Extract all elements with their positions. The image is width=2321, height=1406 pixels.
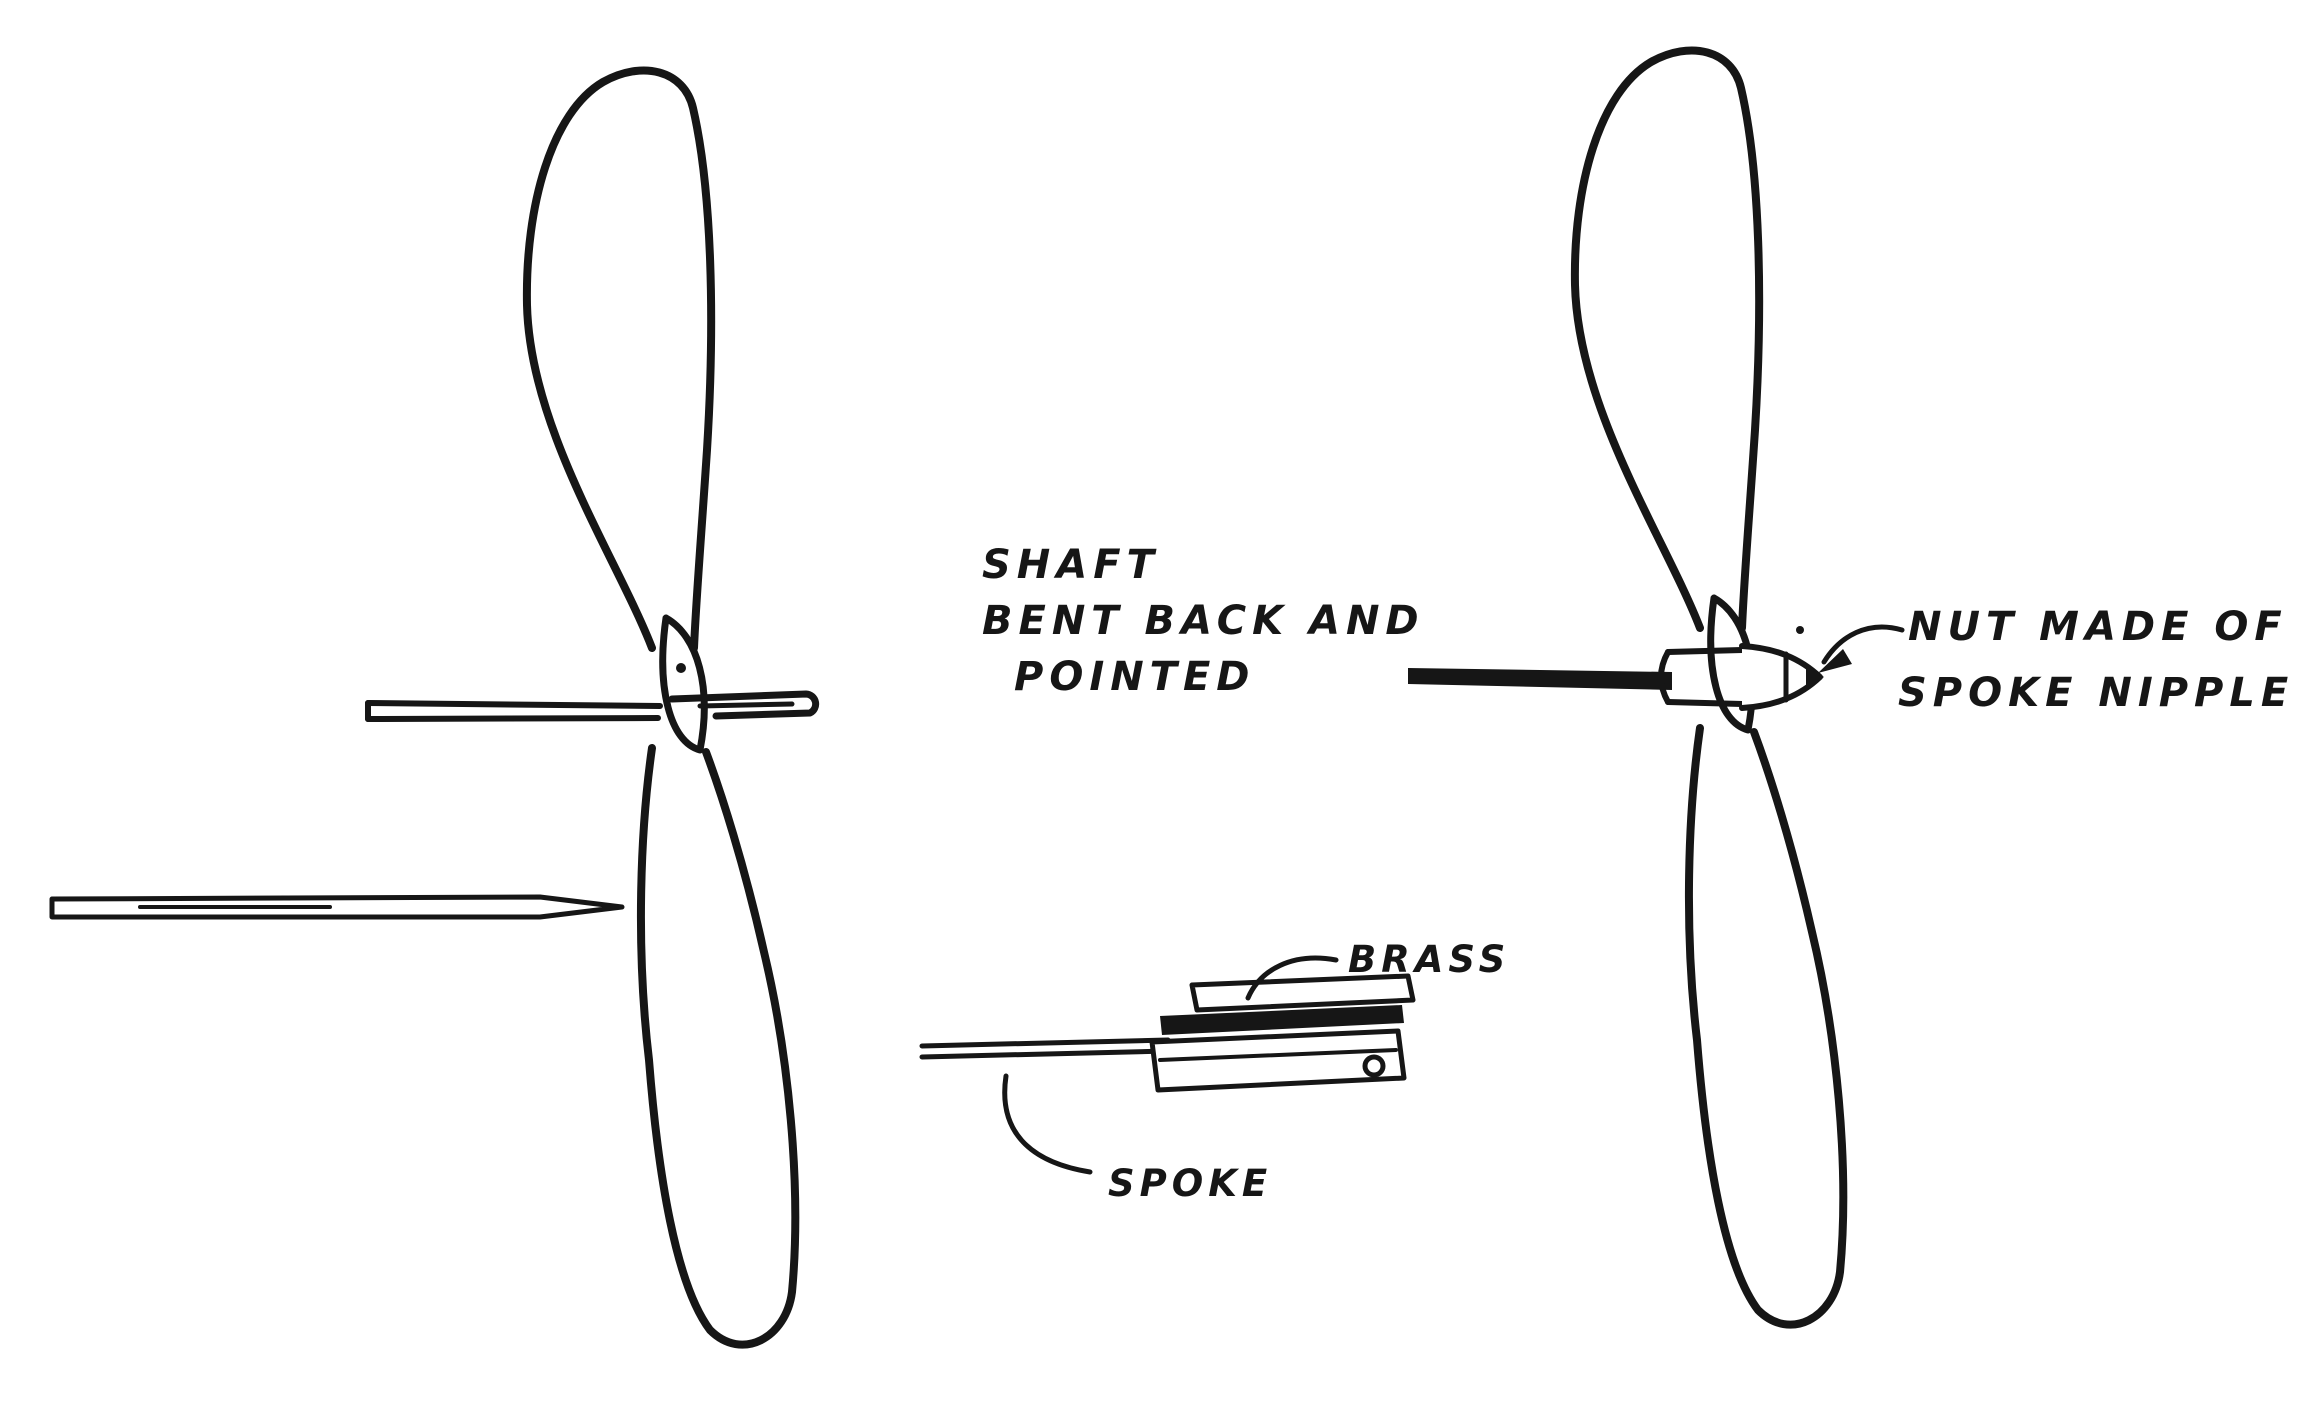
hub-bushing [1658, 647, 1745, 707]
brass-leader-line [1245, 955, 1339, 1001]
bushing-top-line [1665, 647, 1745, 655]
shaft-note: SHAFT BENT BACK AND POINTED [982, 542, 1425, 700]
pointed-spoke-outline [49, 894, 625, 920]
pointed-spoke-shaft [49, 894, 625, 920]
shaft-note-line3: POINTED [1014, 654, 1256, 700]
left-shaft-top-edge [365, 700, 663, 709]
brass-label: BRASS [1348, 938, 1510, 981]
left-propeller [365, 66, 820, 1349]
spoke-band-dark [1160, 1005, 1404, 1035]
nut-leader-line [1821, 624, 1905, 665]
nut-pointed-tip [1806, 665, 1824, 689]
left-propeller-shaft [365, 690, 820, 722]
shaft-hook-inner-line [697, 701, 795, 709]
shaft-note-line2: BENT BACK AND [982, 598, 1425, 644]
left-shaft-bottom-edge [365, 715, 661, 722]
right-propeller-hub [1707, 594, 1756, 734]
right-propeller [1408, 46, 1848, 1329]
spoke-leader-line [1002, 1073, 1093, 1175]
nut-note-line1: NUT MADE OF [1908, 604, 2288, 650]
nut-dot-mark [1796, 626, 1804, 634]
brass-strip-top [1189, 973, 1416, 1013]
nut-note: NUT MADE OF SPOKE NIPPLE [1818, 604, 2294, 716]
detail-spoke-wire-bottom [919, 1048, 1171, 1060]
spoke-nipple-nut [1739, 626, 1824, 711]
left-propeller-hub [659, 614, 708, 754]
left-propeller-bottom-blade [636, 744, 800, 1349]
left-propeller-top-blade [522, 66, 716, 652]
bushing-left-cap [1658, 649, 1671, 705]
left-propeller-hub-hole [676, 663, 686, 673]
nut-note-line2: SPOKE NIPPLE [1898, 670, 2294, 716]
right-propeller-top-blade [1570, 46, 1764, 632]
right-propeller-shaft [1408, 668, 1672, 690]
nut-arrowhead [1818, 649, 1852, 673]
shaft-bent-back-hook [668, 690, 820, 720]
brass-tube-lower [1149, 1028, 1407, 1093]
brass-tube-end-opening [1362, 1054, 1386, 1078]
shaft-note-line1: SHAFT [982, 542, 1160, 588]
detail-spoke-wire-top [919, 1037, 1171, 1049]
bushing-bottom-line [1665, 699, 1745, 707]
right-propeller-bottom-blade [1684, 724, 1848, 1329]
brass-tube-inner-line [1158, 1048, 1398, 1062]
spoke-label: SPOKE [1108, 1162, 1272, 1205]
brass-tube-detail: BRASS SPOKE [919, 938, 1510, 1205]
